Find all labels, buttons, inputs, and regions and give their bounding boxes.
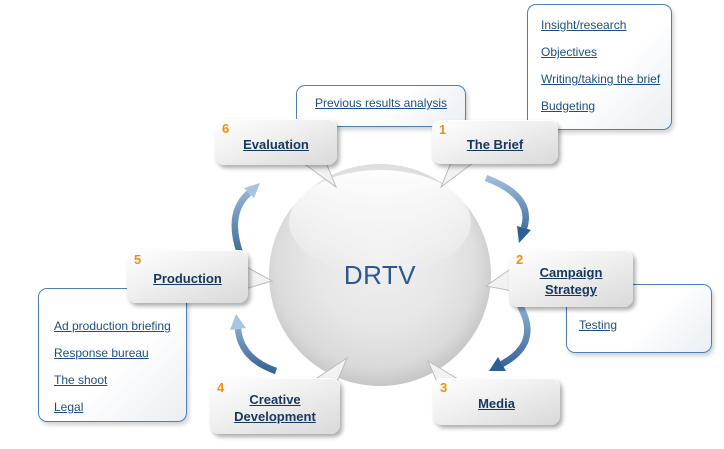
stage-number: 2 xyxy=(516,252,524,267)
stage-number: 6 xyxy=(222,121,230,136)
stage-callout-campaign-strategy[interactable]: 2 Campaign Strategy xyxy=(509,250,633,307)
stage-number: 5 xyxy=(134,252,142,267)
stage-callout-evaluation[interactable]: 6 Evaluation xyxy=(215,119,337,165)
stage-number: 1 xyxy=(439,122,447,137)
stage-label-production[interactable]: Production xyxy=(153,271,222,287)
stage-number: 4 xyxy=(217,380,225,395)
link-budgeting[interactable]: Budgeting xyxy=(541,99,596,113)
brief-callout-tail xyxy=(439,159,479,189)
link-the-shoot[interactable]: The shoot xyxy=(54,373,108,387)
arrow-campaign-to-media xyxy=(489,304,531,371)
link-response-bureau[interactable]: Response bureau xyxy=(54,346,149,360)
link-legal[interactable]: Legal xyxy=(54,400,84,414)
link-previous-results-analysis[interactable]: Previous results analysis xyxy=(314,96,448,110)
stage-label-the-brief[interactable]: The Brief xyxy=(466,136,524,152)
stage-callout-media[interactable]: 3 Media xyxy=(433,378,560,425)
arrow-brief-to-campaign xyxy=(484,174,531,243)
stage-label-creative-development[interactable]: Creative Development xyxy=(234,392,316,424)
production-callout-tail xyxy=(244,265,274,290)
arrow-creative-to-production xyxy=(230,314,278,375)
link-objectives[interactable]: Objectives xyxy=(541,45,598,59)
stage-label-campaign-strategy[interactable]: Campaign Strategy xyxy=(539,264,603,297)
stage-label-evaluation[interactable]: Evaluation xyxy=(243,136,309,152)
stage-number: 3 xyxy=(440,380,448,395)
link-writing-taking-brief[interactable]: Writing/taking the brief xyxy=(541,72,661,86)
link-insight-research[interactable]: Insight/research xyxy=(541,18,627,32)
link-testing[interactable]: Testing xyxy=(579,318,618,332)
stage-callout-the-brief[interactable]: 1 The Brief xyxy=(432,120,558,164)
stage-label-media[interactable]: Media xyxy=(478,396,515,412)
center-label: DRTV xyxy=(343,259,417,290)
production-details-box: Ad production briefing Response bureau T… xyxy=(38,288,187,422)
stage-callout-creative-development[interactable]: 4 Creative Development xyxy=(210,378,340,434)
brief-details-box: Insight/research Objectives Writing/taki… xyxy=(527,4,672,130)
link-ad-production-briefing[interactable]: Ad production briefing xyxy=(54,319,171,333)
stage-callout-production[interactable]: 5 Production xyxy=(127,250,248,303)
